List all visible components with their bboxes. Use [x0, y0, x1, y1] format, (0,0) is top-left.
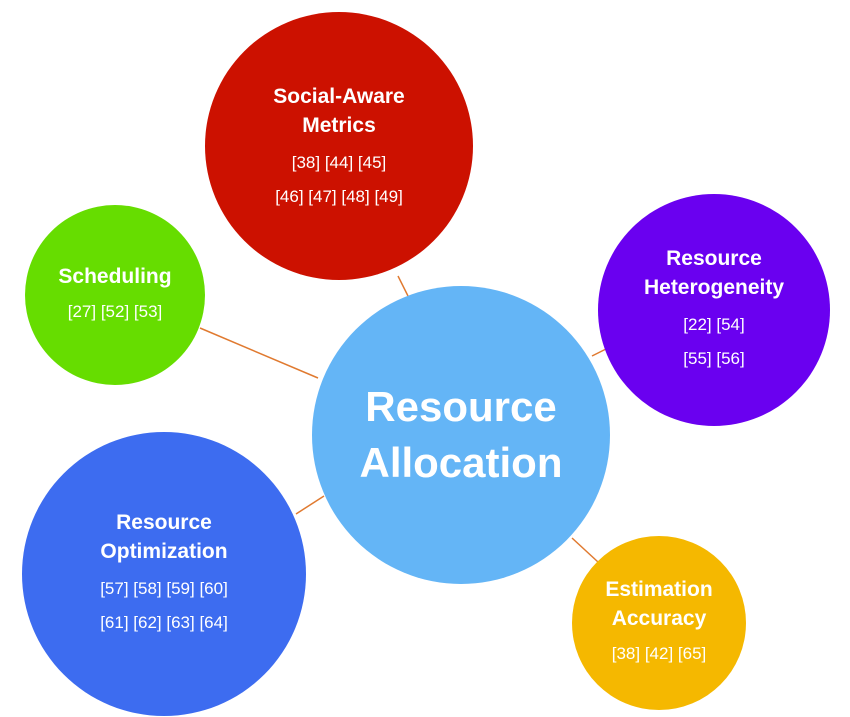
node-title: Resource Heterogeneity	[643, 247, 785, 299]
node-scheduling: Scheduling [27] [52] [53]	[25, 205, 205, 385]
node-resource-optimization: Resource Optimization [57] [58] [59] [60…	[22, 432, 306, 716]
node-title: Scheduling	[58, 264, 172, 288]
connector-social-aware-metrics	[397, 275, 409, 297]
node-references: [38] [44] [45] [46] [47] [48] [49]	[275, 153, 403, 206]
node-title: Estimation Accuracy	[605, 578, 713, 630]
node-estimation-accuracy: Estimation Accuracy [38] [42] [65]	[572, 536, 746, 710]
node-references: [22] [54] [55] [56]	[683, 315, 745, 368]
node-references: [38] [42] [65]	[611, 644, 707, 663]
node-social-aware-metrics: Social-Aware Metrics [38] [44] [45] [46]…	[205, 12, 473, 280]
connector-scheduling	[199, 327, 319, 379]
center-title: Resource Allocation	[359, 383, 563, 486]
node-title: Social-Aware Metrics	[273, 85, 405, 137]
node-title: Resource Optimization	[100, 511, 228, 563]
connector-resource-optimization	[295, 495, 325, 515]
node-references: [57] [58] [59] [60] [61] [62] [63] [64]	[100, 579, 228, 632]
connector-estimation-accuracy	[571, 537, 599, 563]
node-references: [27] [52] [53]	[67, 301, 163, 321]
node-resource-heterogeneity: Resource Heterogeneity [22] [54] [55] [5…	[598, 194, 830, 426]
center-node-resource-allocation: Resource Allocation	[312, 286, 610, 584]
